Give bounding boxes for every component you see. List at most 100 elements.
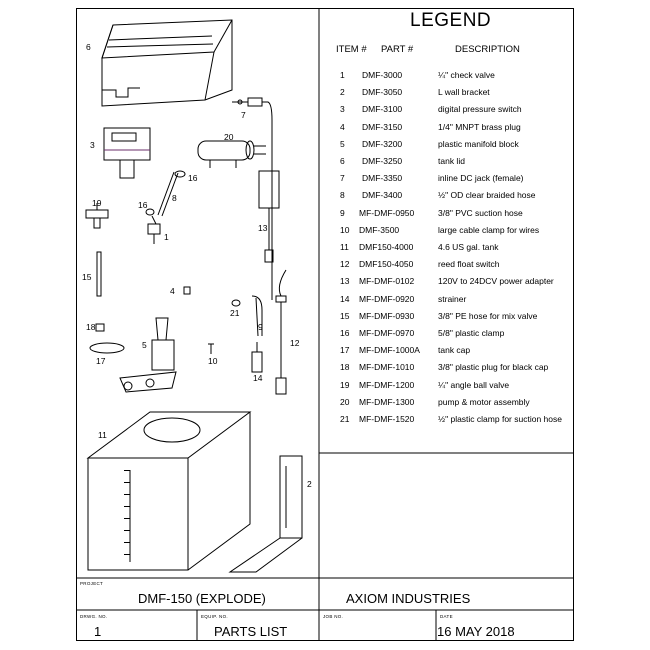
power-adapter-part [258, 170, 280, 263]
legend-row-desc: 3/8" plastic plug for black cap [438, 362, 549, 372]
legend-row-item: 7 [340, 173, 345, 183]
callout-3: 3 [90, 140, 95, 150]
strainer-part [251, 342, 263, 373]
legend-row-part: DMF150-4050 [359, 259, 414, 269]
drawing-number-label: DRWG. NO. [80, 614, 108, 619]
legend-row-item: 1 [340, 70, 345, 80]
legend-row-item: 20 [340, 397, 350, 407]
check-valve-part [147, 215, 161, 244]
legend-row-item: 14 [340, 294, 350, 304]
legend-row-desc: strainer [438, 294, 467, 304]
callout-5: 5 [142, 340, 147, 350]
callout-2: 2 [307, 479, 312, 489]
legend-row-part: MF-DMF-1010 [359, 362, 415, 372]
callout-17: 17 [96, 356, 106, 366]
legend-row-item: 16 [340, 328, 350, 338]
legend-row-part: DMF-3400 [362, 190, 403, 200]
legend-row-part: DMF-3100 [362, 104, 403, 114]
legend-row-desc: 1/4" MNPT brass plug [438, 122, 521, 132]
legend-row-part: DMF-3350 [362, 173, 403, 183]
legend-row-item: 4 [340, 122, 345, 132]
job-number-label: JOB NO. [323, 614, 344, 619]
manifold-block-part [119, 317, 177, 393]
company-name: AXIOM INDUSTRIES [346, 591, 471, 606]
legend-row-item: 3 [340, 104, 345, 114]
callout-16b: 16 [138, 200, 148, 210]
callout-14: 14 [253, 373, 263, 383]
legend-row-part: MF-DMF-1200 [359, 380, 415, 390]
callout-8: 8 [172, 193, 177, 203]
legend-row-item: 15 [340, 311, 350, 321]
legend-row-desc: 120V to 24DCV power adapter [438, 276, 554, 286]
callout-11: 11 [98, 430, 107, 440]
legend-row-desc: ½" OD clear braided hose [438, 190, 536, 200]
legend-row-desc: inline DC jack (female) [438, 173, 524, 183]
legend-row-desc: pump & motor assembly [438, 397, 530, 407]
legend-row-item: 19 [340, 380, 350, 390]
equipment-number-label: EQUIP. NO. [201, 614, 228, 619]
legend-row-desc: digital pressure switch [438, 104, 522, 114]
legend-row-part: MF-DMF-0930 [359, 311, 415, 321]
legend-title: LEGEND [410, 10, 492, 31]
callout-21: 21 [230, 308, 240, 318]
legend-row-item: 5 [340, 139, 345, 149]
callout-12: 12 [290, 338, 300, 348]
callout-15: 15 [82, 272, 92, 282]
ball-valve-part [85, 203, 109, 229]
float-switch-part [275, 269, 287, 395]
legend-row-item: 17 [340, 345, 350, 355]
wall-bracket-part [228, 455, 303, 573]
legend-row-part: DMF-3250 [362, 156, 403, 166]
legend-row-desc: 3/8" PVC suction hose [438, 208, 523, 218]
drawing-sheet [76, 8, 574, 641]
legend-row-desc: plastic manifold block [438, 139, 519, 149]
legend-row-part: MF-DMF-1000A [359, 345, 420, 355]
legend-row-desc: tank cap [438, 345, 471, 355]
tank-lid-part [101, 19, 233, 107]
legend-row-item: 21 [340, 414, 350, 424]
suction-hose-part [251, 295, 263, 337]
legend-row-desc: large cable clamp for wires [438, 225, 540, 235]
legend-row-part: MF-DMF-1520 [359, 414, 415, 424]
legend-row-item: 12 [340, 259, 350, 269]
legend-row-part: DMF-3050 [362, 87, 403, 97]
project-value: DMF-150 (EXPLODE) [138, 591, 266, 606]
legend-row-item: 9 [340, 208, 345, 218]
legend-row-desc: 5/8" plastic clamp [438, 328, 505, 338]
legend-row-part: MF-DMF-1300 [359, 397, 415, 407]
braided-hose-part [157, 171, 179, 217]
legend-row-desc: ¼" angle ball valve [438, 380, 510, 390]
legend-row-desc: 4.6 US gal. tank [438, 242, 499, 252]
legend-row-part: MF-DMF-0950 [359, 208, 415, 218]
legend-row-desc: reed float switch [438, 259, 500, 269]
legend-col-description: DESCRIPTION [455, 44, 520, 55]
callout-18: 18 [86, 322, 96, 332]
drawing-number-value: 1 [94, 624, 102, 639]
equipment-number-value: PARTS LIST [214, 624, 288, 639]
date-value: 16 MAY 2018 [437, 624, 515, 639]
callout-13: 13 [258, 223, 268, 233]
pump-motor-part [197, 140, 266, 168]
pressure-switch-part [103, 127, 151, 179]
callout-4: 4 [170, 286, 175, 296]
tank-part [86, 411, 252, 571]
legend-row-part: DMF-3150 [362, 122, 403, 132]
callout-9: 9 [258, 322, 263, 332]
legend-row-part: MF-DMF-0970 [359, 328, 415, 338]
legend-row-desc: ½" plastic clamp for suction hose [438, 414, 562, 424]
tank-cap-part [89, 342, 125, 354]
callout-7: 7 [241, 110, 246, 120]
callout-19: 19 [92, 198, 102, 208]
legend-row-part: DMF-3000 [362, 70, 403, 80]
legend-row-item: 13 [340, 276, 350, 286]
legend-row-item: 18 [340, 362, 350, 372]
clamp-16a [174, 170, 186, 178]
legend-row-part: MF-DMF-0102 [359, 276, 415, 286]
legend-row-desc: tank lid [438, 156, 465, 166]
callout-20: 20 [224, 132, 234, 142]
callout-6: 6 [86, 42, 91, 52]
legend-row-item: 10 [340, 225, 350, 235]
legend-row-part: DMF-3500 [359, 225, 400, 235]
legend-row-item: 2 [340, 87, 345, 97]
